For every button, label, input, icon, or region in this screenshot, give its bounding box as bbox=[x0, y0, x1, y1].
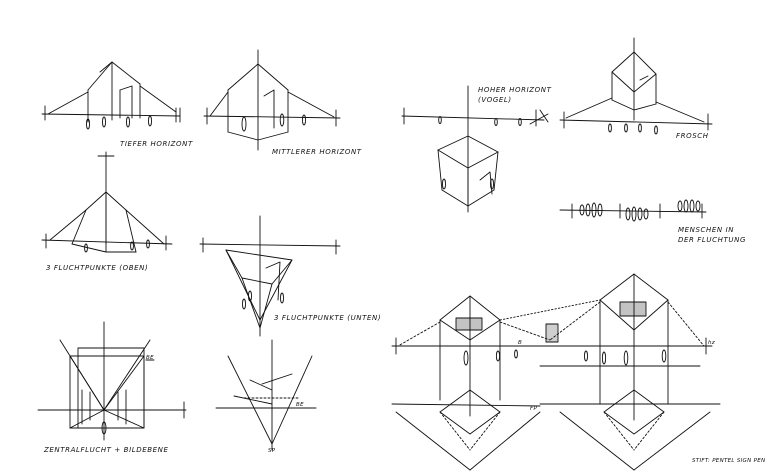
sketch-middle-horizon bbox=[203, 49, 341, 151]
sketch-three-vp-down bbox=[199, 215, 341, 337]
label-people-2: DER FLUCHTUNG bbox=[678, 236, 746, 244]
label-low-horizon: TIEFER HORIZONT bbox=[120, 140, 193, 148]
label-people-1: MENSCHEN IN bbox=[678, 226, 735, 234]
label-central-perspective: ZENTRALFLUCHT + BILDEBENE bbox=[44, 446, 169, 454]
sketch-frog-view bbox=[559, 37, 713, 135]
label-high-horizon: HOHER HORIZONT bbox=[478, 86, 552, 94]
label-three-vp-up: 3 FLUCHTPUNKTE (OBEN) bbox=[46, 264, 149, 272]
label-be-1: BE bbox=[146, 355, 154, 361]
sketch-two-point-construction bbox=[391, 273, 721, 471]
sketch-three-vp-up bbox=[41, 151, 173, 253]
sketch-low-horizon bbox=[41, 61, 181, 130]
label-sp: SP bbox=[268, 448, 276, 454]
label-frog-view: FROSCH bbox=[676, 132, 709, 140]
sketch-people-alignment bbox=[559, 199, 707, 222]
sketch-central-perspective bbox=[37, 321, 187, 441]
label-b: B bbox=[518, 340, 523, 346]
label-signature: STIFT: PENTEL SIGN PEN bbox=[692, 458, 766, 464]
label-hz: hz bbox=[708, 340, 715, 346]
sketch-high-horizon bbox=[401, 85, 549, 213]
label-fp: FP bbox=[530, 406, 538, 412]
label-three-vp-down: 3 FLUCHTPUNKTE (UNTEN) bbox=[274, 314, 382, 322]
label-be-2: BE bbox=[296, 402, 304, 408]
sketch-v-construction bbox=[215, 339, 317, 451]
label-bird-view: (VOGEL) bbox=[478, 96, 512, 104]
label-middle-horizon: MITTLERER HORIZONT bbox=[272, 148, 362, 156]
